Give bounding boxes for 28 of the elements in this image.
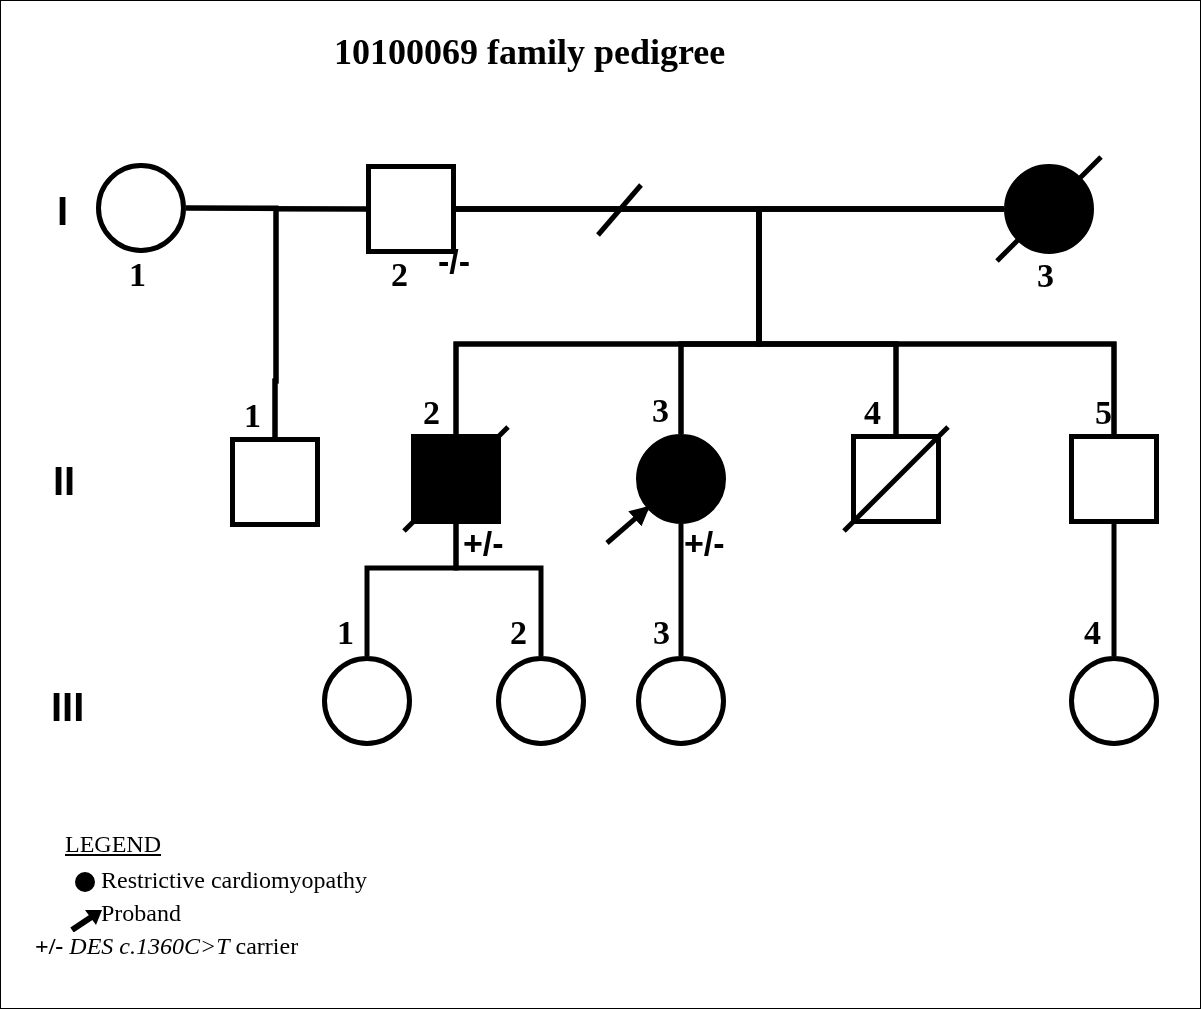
individual-number: 2 [510,616,527,650]
proband-arrow [605,505,650,545]
individual-number: 4 [864,396,881,430]
descent-line [1111,524,1117,656]
individual-number: 2 [391,258,408,292]
legend-text: Proband [101,900,181,927]
generation-numeral: I [57,191,69,231]
title: 10100069 family pedigree [334,31,726,73]
individual-number: 3 [1037,259,1054,293]
individual-number: 3 [653,616,670,650]
genotype-label: +/- [684,526,725,560]
generation-numeral: II [53,461,76,501]
individual-number: 1 [244,399,261,433]
descent-line [678,524,684,656]
legend-text: Restrictive cardiomyopathy [101,867,367,894]
generation-numeral: III [51,687,85,727]
genotype-label: +/- [463,526,504,560]
individual-number: 5 [1095,396,1112,430]
descent-line [272,206,366,437]
individual-number: 3 [652,394,669,428]
legend-text: +/- DES c.1360C>T carrier [35,933,299,960]
legend-heading: LEGEND [65,831,161,858]
descent-line [453,524,544,656]
individual-number: 2 [423,396,440,430]
individual-number: 1 [337,616,354,650]
descent-line [756,206,1117,434]
individual-number: 4 [1084,616,1101,650]
individual-number: 1 [129,258,146,292]
